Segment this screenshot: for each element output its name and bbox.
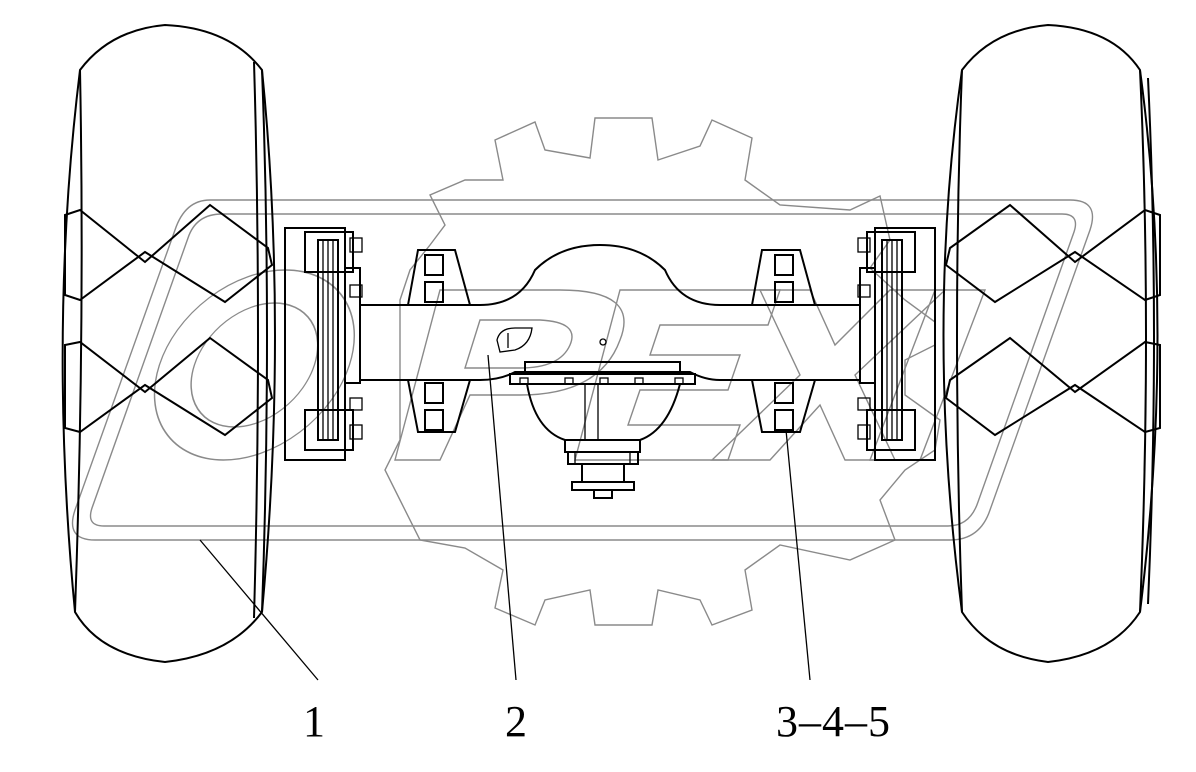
leader-line-1 <box>199 539 319 681</box>
leader-line-3-4-5 <box>785 429 811 681</box>
axle-housing <box>360 243 860 433</box>
left-wheel <box>61 23 276 664</box>
left-hub-assembly <box>284 227 363 461</box>
right-wheel <box>942 23 1161 664</box>
leader-line-2 <box>487 354 517 681</box>
callout-part-1: 1 <box>303 697 325 746</box>
right-hub-assembly <box>857 227 936 461</box>
callout-part-2: 2 <box>505 697 527 746</box>
callout-part-3-4-5: 3–4–5 <box>776 697 891 746</box>
leader-lines <box>199 354 811 681</box>
differential-carrier <box>509 361 696 499</box>
